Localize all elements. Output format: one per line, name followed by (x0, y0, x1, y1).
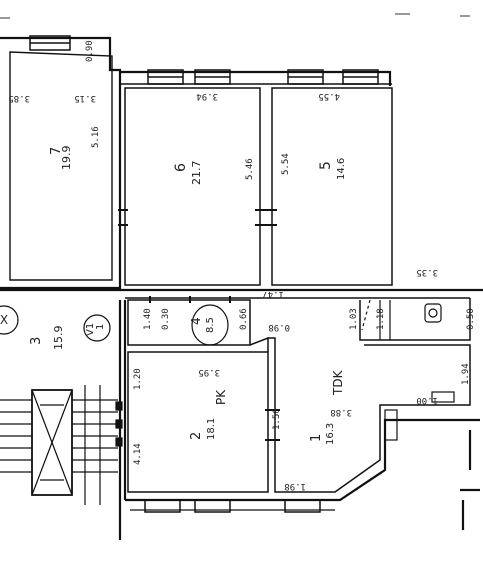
dim-3-88: 3.88 (330, 407, 352, 417)
room2-number: 2 (189, 432, 204, 440)
v1-number: 1 (95, 324, 106, 330)
wall-room7 (0, 36, 122, 290)
dim-3-94: 3.94 (196, 91, 218, 101)
sheet-edge-marks (0, 13, 470, 19)
dim-0-50: 0.50 (466, 308, 476, 330)
windows-top (29, 35, 379, 85)
dim-0-30: 0.30 (161, 308, 171, 330)
dim-3-15: 3.15 (74, 93, 96, 103)
dim-1-94: 1.94 (461, 363, 471, 385)
room2-area: 18.1 (206, 418, 217, 440)
dim-0-90: 0.90 (85, 40, 95, 62)
wc-fixture (424, 303, 442, 323)
dim-4-14: 4.14 (133, 443, 143, 465)
walls (0, 36, 483, 540)
dimension-labels: 3.85 0.90 3.15 5.16 3.94 5.46 5.54 4.55 … (8, 40, 476, 491)
fixture-symbols (0, 299, 455, 441)
dim-1-50: 1.50 (272, 408, 282, 430)
room7-number: 7 (49, 147, 64, 155)
v1-circle-mark (83, 314, 111, 342)
dim-1-47: 1.47 (262, 289, 284, 299)
dim-3-95: 3.95 (198, 367, 220, 377)
room3-area: 15.9 (52, 326, 65, 351)
dim-5-54: 5.54 (281, 153, 291, 175)
dim-3-35: 3.35 (416, 267, 438, 277)
dim-1-18: 1.18 (376, 308, 386, 330)
dim-5-46: 5.46 (245, 158, 255, 180)
room7-area: 19.9 (60, 146, 73, 171)
dim-5-16: 5.16 (91, 126, 101, 148)
x-circle-mark (0, 305, 19, 335)
staircase (0, 385, 123, 505)
room-labels: 7 19.9 6 21.7 5 14.6 4 8.5 3 15.9 2 18.1… (0, 146, 347, 446)
windows-bottom (144, 499, 321, 513)
wall-room2 (127, 351, 269, 493)
wall-room5 (271, 87, 393, 286)
wall-room1 (268, 337, 471, 493)
dim-0-66: 0.66 (239, 308, 249, 330)
dim-0-98: 0.98 (268, 322, 290, 332)
room1-area: 16.3 (325, 423, 336, 445)
pk-mark: PK (214, 389, 228, 405)
room3-number: 3 (29, 337, 44, 345)
x-mark: X (0, 313, 8, 327)
dim-1-40: 1.40 (143, 308, 153, 330)
wall-top-facade (120, 70, 392, 86)
room6-number: 6 (173, 163, 189, 172)
wall-bottom (125, 418, 480, 502)
room4-oval-mark (191, 304, 229, 346)
dim-1-98: 1.98 (284, 481, 306, 491)
dim-1-00: 1.00 (416, 395, 438, 405)
room6-area: 21.7 (190, 161, 203, 186)
dim-1-03: 1.03 (349, 308, 359, 330)
room5-area: 14.6 (336, 158, 347, 180)
dim-1-20: 1.20 (133, 368, 143, 390)
v1-label: V1 (85, 323, 96, 336)
dim-3-85: 3.85 (8, 93, 30, 103)
room4-area: 8.5 (205, 317, 216, 333)
tdk-mark: TDK (331, 369, 345, 396)
wall-room6 (124, 87, 261, 286)
room4-number: 4 (189, 317, 203, 325)
door-ticks (118, 209, 280, 441)
room5-number: 5 (318, 161, 334, 170)
dim-4-55: 4.55 (318, 91, 340, 101)
room1-number: 1 (309, 434, 324, 442)
